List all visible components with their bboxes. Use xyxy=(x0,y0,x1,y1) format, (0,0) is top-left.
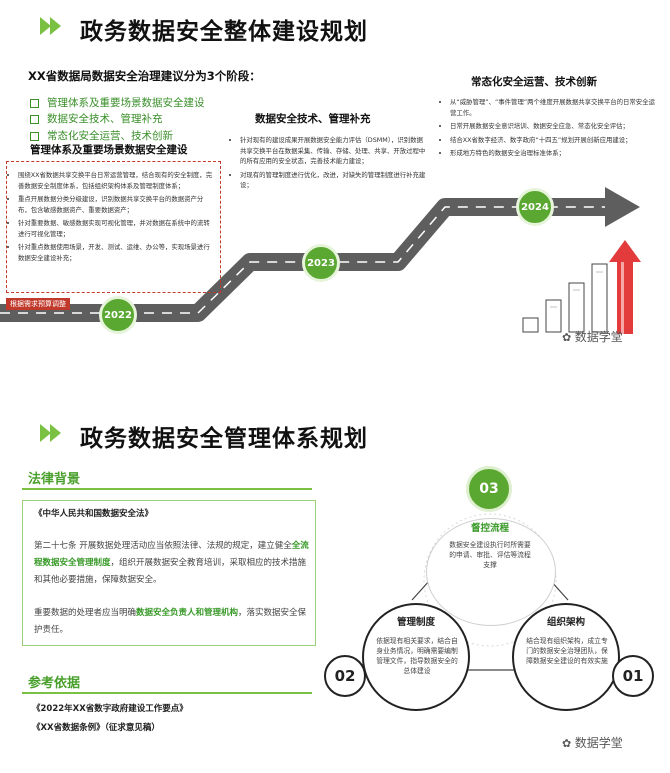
wechat-icon: ✿ xyxy=(562,331,575,344)
checkbox-icon xyxy=(30,98,39,108)
process-title: 督控流程 xyxy=(470,523,509,534)
process-circle xyxy=(426,518,556,626)
chevron-icon xyxy=(40,17,51,35)
section-title: 政务数据安全管理体系规划 xyxy=(80,426,368,452)
chevron-icon xyxy=(40,424,51,442)
budget-tag: 根据需求预算调整 xyxy=(6,298,70,310)
list-item: 对现有的管理制度进行优化，改进，对缺失的管理制度进行补充建设； xyxy=(240,170,426,191)
stage2-title: 数据安全技术、管理补充 xyxy=(255,113,371,125)
watermark: ✿ 数据学堂 xyxy=(562,330,623,344)
list-item: 日常开展数据安全意识培训、数据安全应急、常态化安全评估； xyxy=(450,121,655,132)
org-title: 组织架构 xyxy=(546,617,585,628)
list-item: 重点开展数据分类分级建设，识别数据共享交换平台的数据资产分布，包含敏感数据资产、… xyxy=(18,194,216,215)
process-text: 数据安全建设执行时所需要的申请、审批、评估等流程支撑 xyxy=(449,541,531,569)
org-text: 结合现有组织架构，成立专门的数据安全治理团队，保障数据安全建设的有效实施 xyxy=(526,637,608,665)
law-box xyxy=(22,500,316,646)
list-item: 围绕XX省数据共享交换平台日常运营管理，结合现有的安全制度，完善数据安全制度体系… xyxy=(18,170,216,191)
list-item: 从“威胁管理”、“事件管理”两个维度开展数据共享交换平台的日常安全运营工作。 xyxy=(450,97,655,118)
step-number-02: 02 xyxy=(324,655,366,697)
policy-circle xyxy=(362,603,470,711)
phase-item: 常态化安全运营、技术创新 xyxy=(30,128,173,143)
list-item: 针对重要数据、敏感数据实现可视化管理，并对数据在系统中的流转进行可视化管理； xyxy=(18,218,216,239)
step-number-01: 01 xyxy=(612,655,654,697)
stage3-list: 从“威胁管理”、“事件管理”两个维度开展数据共享交换平台的日常安全运营工作。 日… xyxy=(440,97,655,162)
law-paragraph-2: 重要数据的处理者应当明确数据安全负责人和管理机构，落实数据安全保护责任。 xyxy=(34,608,307,635)
list-item: 针对重点数据使用场景，开发、测试、运维、办公等，实现场景进行数据安全建设补充； xyxy=(18,242,216,263)
phases-subtitle: XX省数据局数据安全治理建议分为3个阶段： xyxy=(28,69,261,83)
ref-item: 《2022年XX省数字政府建设工作要点》 xyxy=(32,704,188,714)
stage1-box xyxy=(6,161,221,293)
ref-item: 《XX省数据条例》（征求意见稿） xyxy=(32,723,160,733)
list-item: 针对现有的建设成果开展数据安全能力评估（DSMM），识别数据共享交换平台在数据采… xyxy=(240,135,426,167)
phase-item: 管理体系及重要场景数据安全建设 xyxy=(30,95,205,110)
list-item: 形成地方特色的数据安全治理标准体系； xyxy=(450,148,655,159)
page-title: 政务数据安全整体建设规划 xyxy=(80,19,368,45)
year-badge-2023: 2023 xyxy=(302,244,340,282)
stage3-title: 常态化安全运营、技术创新 xyxy=(471,76,597,88)
wechat-icon: ✿ xyxy=(562,737,575,750)
stage1-list: 围绕XX省数据共享交换平台日常运营管理，结合现有的安全制度，完善数据安全制度体系… xyxy=(8,170,216,266)
chevron-icon xyxy=(50,17,61,35)
year-badge-2024: 2024 xyxy=(516,188,554,226)
policy-title: 管理制度 xyxy=(396,617,435,628)
section-underline xyxy=(22,692,312,694)
ref-section-title: 参考依据 xyxy=(28,676,81,691)
stage2-list: 针对现有的建设成果开展数据安全能力评估（DSMM），识别数据共享交换平台在数据采… xyxy=(230,135,426,194)
step-number-03: 03 xyxy=(466,466,512,512)
org-circle xyxy=(512,603,620,711)
phase-item: 数据安全技术、管理补充 xyxy=(30,111,163,126)
chevron-icon xyxy=(50,424,61,442)
policy-text: 依据现有相关要求，结合自身业务情况，明确需要编制管理文件，指导数据安全的总体建设 xyxy=(376,637,458,675)
list-item: 结合XX省数字经济、数字政府“十四五”规划开展创新应用建设； xyxy=(450,135,655,146)
law-name: 《中华人民共和国数据安全法》 xyxy=(34,509,154,519)
year-badge-2022: 2022 xyxy=(99,296,137,334)
law-paragraph-1: 第二十七条 开展数据处理活动应当依照法律、法规的规定，建立健全全流程数据安全管理… xyxy=(34,541,309,585)
law-section-title: 法律背景 xyxy=(28,472,81,487)
stage1-title: 管理体系及重要场景数据安全建设 xyxy=(30,144,188,156)
watermark: ✿ 数据学堂 xyxy=(562,736,623,750)
checkbox-icon xyxy=(30,114,39,124)
checkbox-icon xyxy=(30,131,39,141)
section-underline xyxy=(22,488,312,490)
